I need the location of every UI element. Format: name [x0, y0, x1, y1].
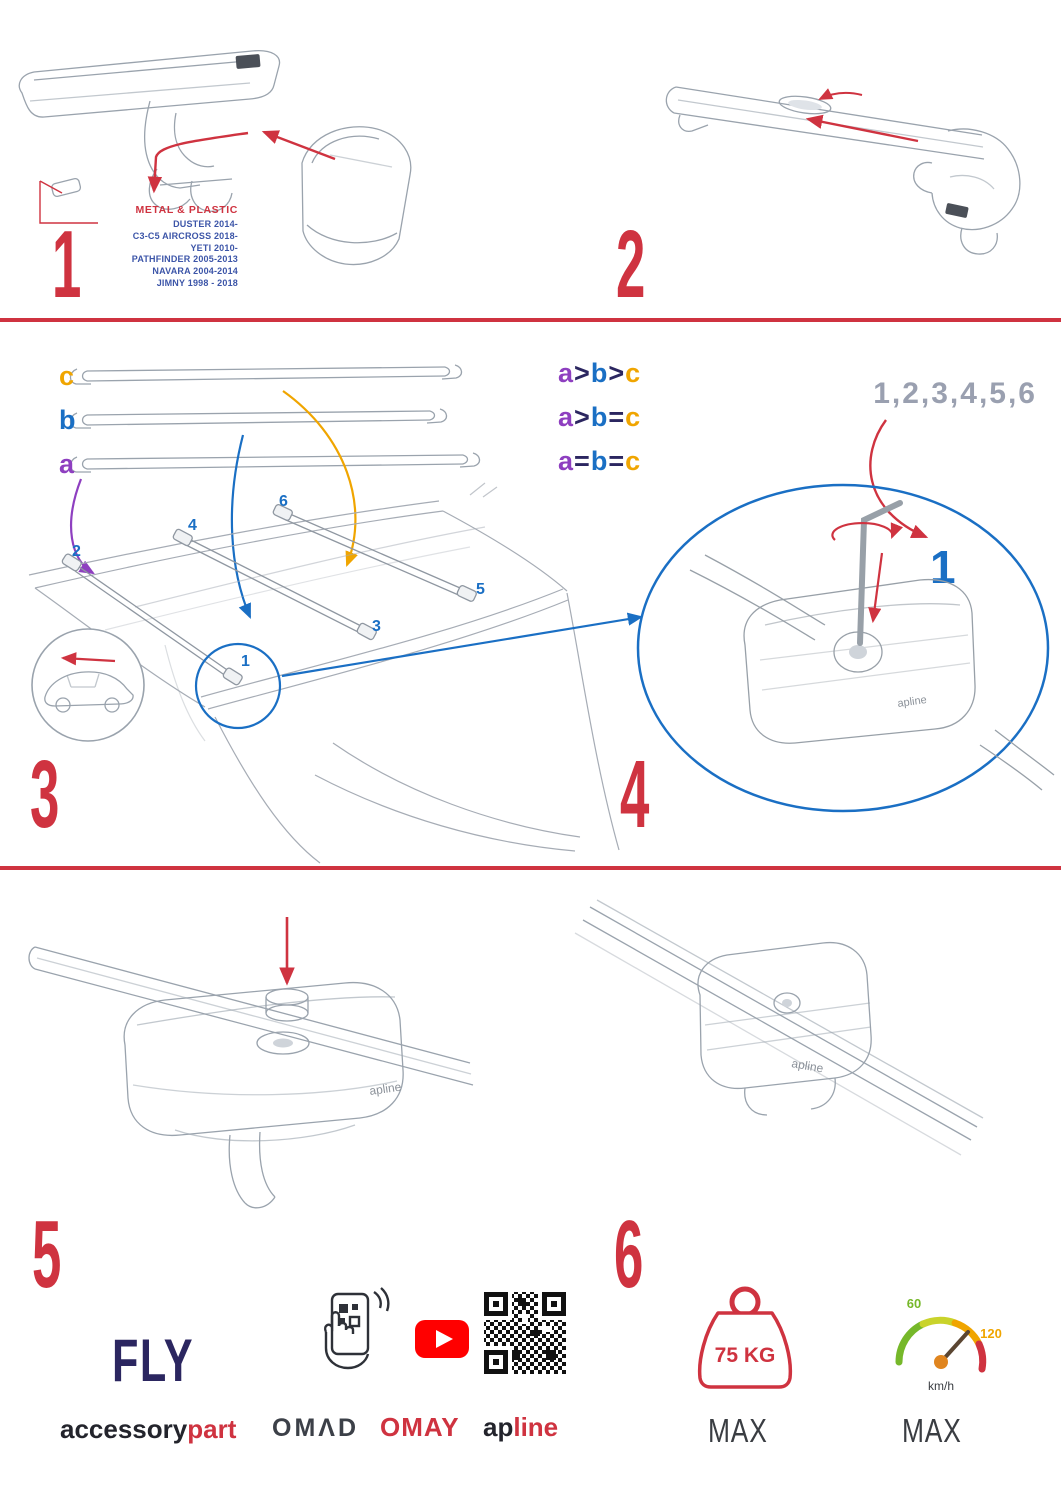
model-line: C3-C5 AIRCROSS 2018- — [132, 230, 238, 241]
formula-seg: > — [608, 358, 626, 388]
brand-omad: OMΛD — [272, 1414, 359, 1442]
detail-highlight-circle — [194, 642, 282, 730]
brand-apline-part2: line — [513, 1412, 559, 1442]
section-divider — [0, 866, 1061, 870]
foot-brand-label: apline — [897, 694, 928, 710]
foot-cover-drawing — [28, 946, 474, 1209]
position-3: 3 — [372, 618, 381, 635]
loose-crossbars-drawing — [69, 364, 481, 473]
zoom-pointer-arrow — [281, 612, 644, 678]
step-3-figure: c b a — [15, 345, 665, 865]
first-position-label: 1 — [930, 541, 956, 593]
position-numbers: 2 4 6 1 3 5 — [72, 493, 485, 670]
formula-seg: c — [625, 446, 642, 476]
formula-seg: c — [625, 358, 642, 388]
model-line: YETI 2010- — [190, 242, 238, 253]
position-2: 2 — [72, 543, 81, 560]
bar-label-c: c — [59, 361, 74, 391]
length-formulas: a>b>c a>b=c a=b=c — [558, 358, 641, 490]
step-5-number: 5 — [32, 1201, 62, 1308]
brand-plate — [235, 54, 261, 69]
formula-seg: > — [574, 358, 591, 388]
bar-label-a: a — [59, 449, 75, 479]
foot-brand-label: apline — [790, 1056, 824, 1075]
formula-seg: > — [574, 402, 591, 432]
position-1: 1 — [241, 653, 250, 670]
fit-list: METAL & PLASTIC DUSTER 2014- C3-C5 AIRCR… — [70, 204, 238, 290]
step4-arrows — [831, 522, 904, 624]
position-5: 5 — [476, 581, 485, 598]
model-line: NAVARA 2004-2014 — [152, 266, 238, 277]
qr-code-icon — [482, 1290, 568, 1376]
step-6-figure: apline — [555, 875, 1005, 1220]
speed-unit-label: km/h — [928, 1379, 954, 1393]
step-4-number: 4 — [620, 741, 650, 848]
phone-scan-icon — [296, 1286, 391, 1378]
formula-seg: a — [558, 446, 575, 476]
formula-row: a>b=c — [558, 402, 641, 446]
formula-seg: a — [558, 358, 575, 388]
foot-installed-drawing — [574, 899, 984, 1156]
brand-accessory-part2: part — [187, 1414, 237, 1444]
brand-accessorypart: accessorypart — [60, 1414, 236, 1445]
brand-omay: OMAY — [380, 1412, 460, 1442]
step1-arrows — [39, 130, 336, 224]
formula-seg: = — [608, 446, 626, 476]
brand-plate — [945, 203, 969, 218]
formula-seg: c — [625, 402, 642, 432]
youtube-icon — [415, 1320, 469, 1358]
mounted-crossbars-drawing — [61, 504, 477, 686]
section-divider — [0, 318, 1061, 322]
crossbar-end-drawing — [18, 50, 412, 266]
position-6: 6 — [279, 493, 288, 510]
formula-seg: b — [590, 446, 609, 476]
formula-seg: = — [608, 402, 626, 432]
step-5-figure: apline — [25, 885, 495, 1220]
speed-high-label: 120 — [980, 1326, 1002, 1341]
weight-max-label: MAX — [708, 1412, 768, 1449]
order-arrow — [869, 419, 929, 539]
step-2-figure — [650, 45, 1060, 275]
formula-row: a=b=c — [558, 446, 641, 490]
tighten-order-label: 1,2,3,4,5,6 — [873, 377, 1037, 410]
car-direction-inset — [31, 628, 145, 742]
speed-low-label: 60 — [907, 1296, 921, 1311]
bar-label-b: b — [59, 405, 76, 435]
step2-arrows — [805, 88, 919, 143]
formula-row: a>b>c — [558, 358, 641, 402]
zoom-circle — [636, 483, 1050, 813]
foot-tightening-drawing — [689, 500, 1055, 791]
allen-key — [857, 500, 903, 646]
position-4: 4 — [188, 517, 197, 534]
crossbar-drawing — [665, 86, 1021, 255]
max-weight-value: 75 KG — [715, 1344, 776, 1367]
formula-seg: b — [590, 358, 609, 388]
step-4-figure: 1,2,3,4,5,6 1 apline — [630, 355, 1061, 875]
formula-seg: a — [558, 402, 575, 432]
step-1-figure — [0, 35, 440, 315]
speed-max-label: MAX — [902, 1412, 962, 1449]
brand-fly: FLY — [112, 1327, 194, 1394]
brand-apline: apline — [483, 1412, 558, 1443]
formula-seg: = — [574, 446, 591, 476]
formula-seg: b — [590, 402, 609, 432]
bar-position-arrows — [70, 390, 358, 620]
step-2-number: 2 — [616, 211, 646, 318]
weight-icon: 75 KG — [686, 1282, 806, 1394]
model-line: DUSTER 2014- — [173, 219, 238, 229]
front-direction-arrow — [60, 652, 116, 666]
model-line: JIMNY 1998 - 2018 — [156, 277, 238, 288]
foot-brand-label: apline — [368, 1080, 402, 1098]
step-3-number: 3 — [30, 741, 60, 848]
speedometer-icon: 60 120 km/h — [876, 1284, 1008, 1404]
material-label: METAL & PLASTIC — [135, 204, 238, 216]
step-6-number: 6 — [614, 1201, 644, 1308]
play-triangle — [436, 1330, 453, 1348]
step-1-number: 1 — [52, 211, 82, 318]
brand-apline-part1: ap — [483, 1412, 514, 1442]
model-line: PATHFINDER 2005-2013 — [131, 254, 238, 265]
brand-accessory-part1: accessory — [60, 1414, 188, 1444]
